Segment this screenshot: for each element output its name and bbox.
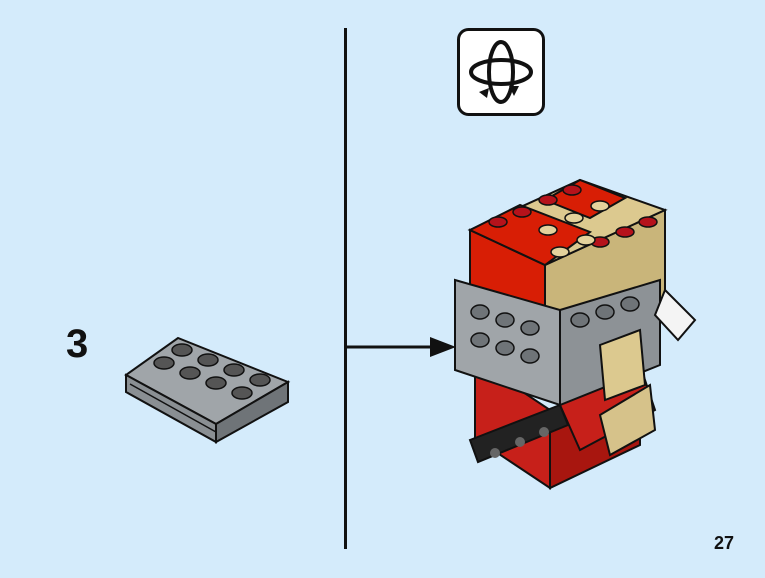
rotate-model-callout — [457, 28, 545, 116]
brickheadz-model-icon — [454, 178, 697, 490]
gray-plate-2x4-icon — [124, 336, 291, 444]
page-number: 27 — [714, 533, 735, 553]
step-number: 3 — [66, 322, 89, 366]
placement-arrow-icon — [344, 337, 456, 357]
rotate-model-icon — [457, 28, 545, 116]
step-divider — [344, 28, 347, 549]
